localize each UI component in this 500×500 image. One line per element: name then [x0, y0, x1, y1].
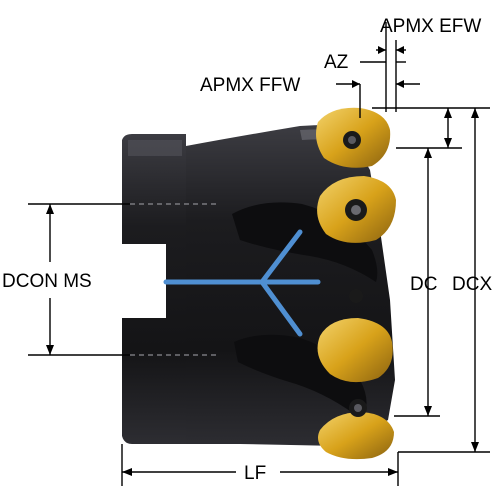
- coolant-branch-up: [259, 229, 303, 285]
- insert-top: [316, 107, 391, 168]
- label-apmx-efw: APMX EFW: [380, 16, 481, 37]
- insert-lower: [317, 289, 393, 383]
- cutter-body: [122, 125, 395, 446]
- insert-screw-icon: [349, 289, 363, 303]
- dimension-lines: [28, 22, 490, 486]
- insert-upper: [317, 176, 396, 243]
- keyway-slot: [122, 244, 166, 318]
- insert-bottom: [318, 399, 394, 460]
- dimension-labels: APMX EFW AZ APMX FFW DCON MS DC DCX LF: [2, 16, 492, 484]
- coolant-branch-down: [259, 279, 303, 337]
- hub-highlight: [128, 140, 182, 156]
- label-dc: DC: [410, 274, 437, 295]
- label-dcon-ms: DCON MS: [2, 271, 92, 292]
- label-az: AZ: [324, 52, 349, 73]
- label-dcx: DCX: [452, 274, 492, 295]
- label-lf: LF: [244, 463, 266, 484]
- label-apmx-ffw: APMX FFW: [200, 75, 300, 96]
- coolant-channels: [163, 229, 321, 337]
